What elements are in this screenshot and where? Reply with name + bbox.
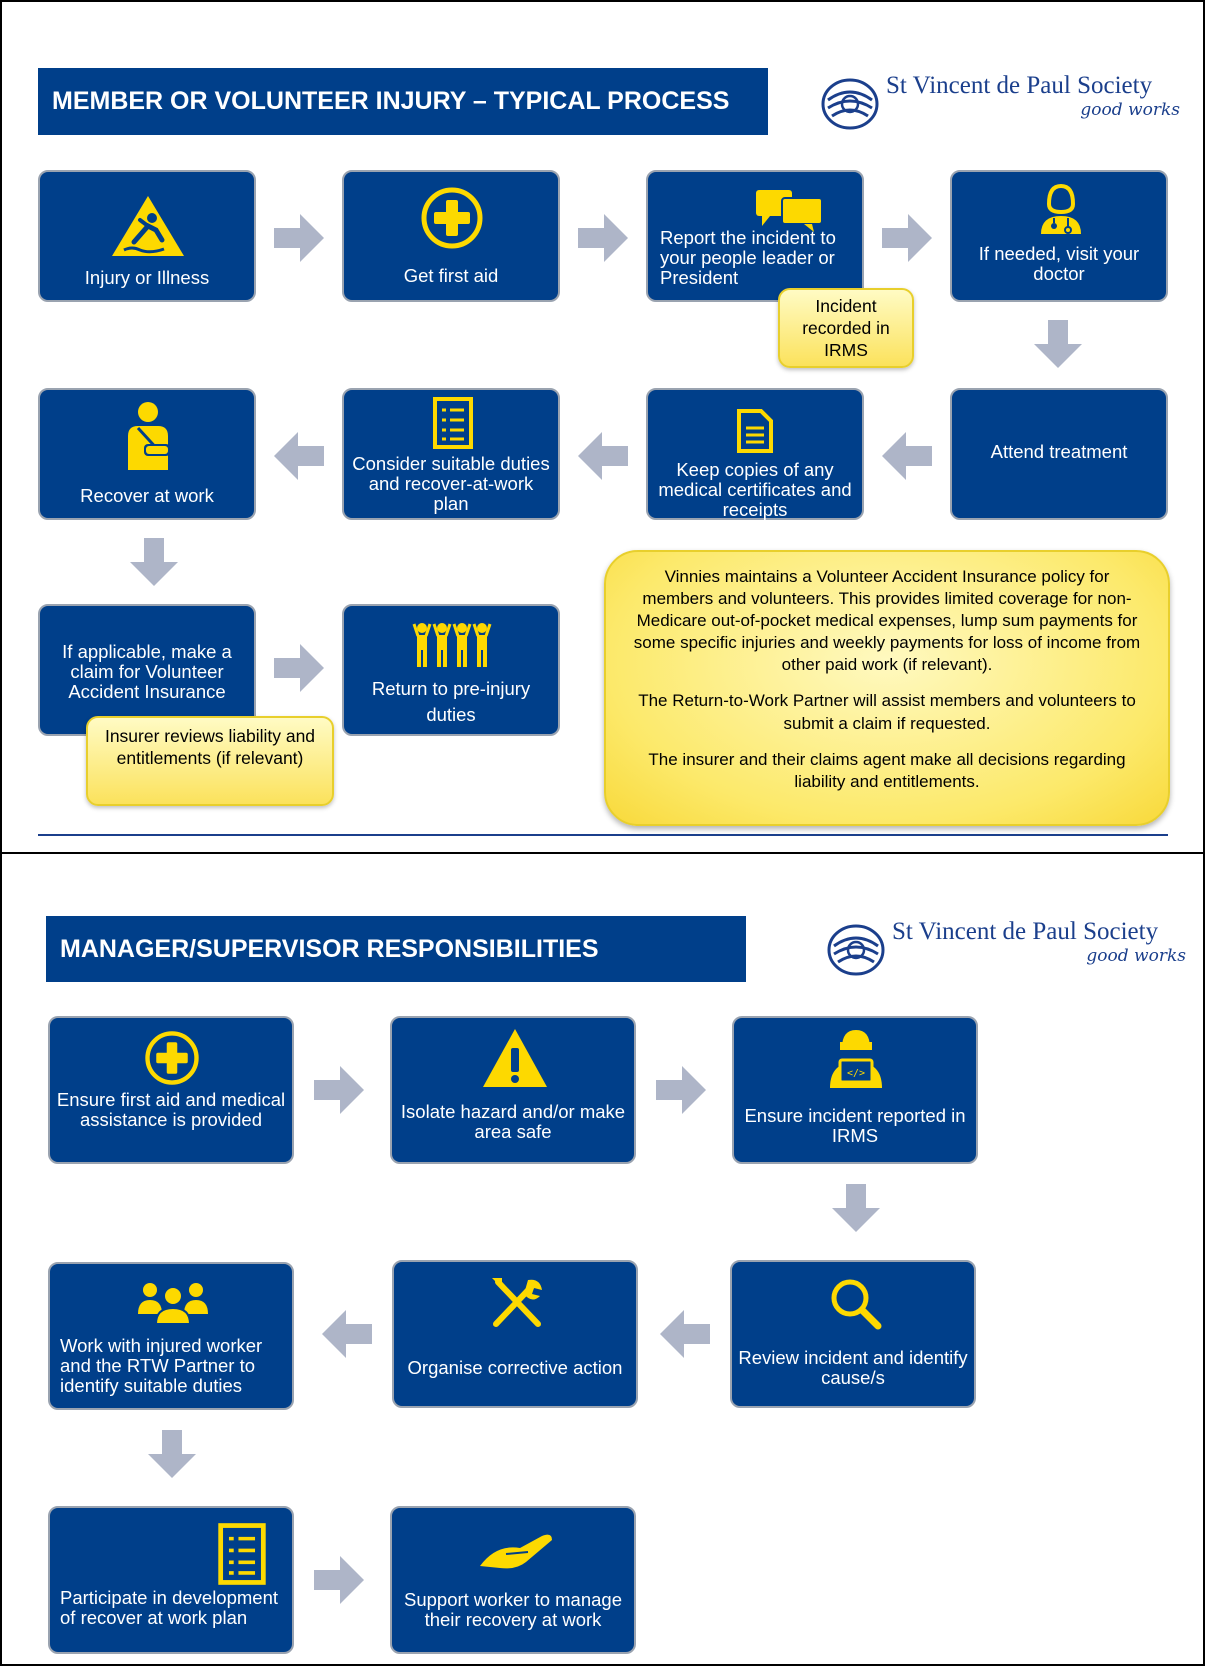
flow-arrow-left	[274, 432, 324, 480]
helping-hand-icon	[480, 1534, 552, 1569]
doctor-icon	[1041, 183, 1081, 234]
flow-arrow-down	[130, 538, 178, 586]
computer-user-icon: </>	[830, 1030, 882, 1088]
step-recover-at-work: Recover at work	[38, 388, 256, 520]
insurance-info-callout: Vinnies maintains a Volunteer Accident I…	[604, 550, 1170, 826]
step-label: Ensure first aid and medical assistance …	[56, 1089, 286, 1130]
flow-arrow-right	[274, 214, 324, 262]
step-work-with-injured-worker: Work with injured worker and the RTW Par…	[48, 1262, 294, 1410]
step-label: Consider suitable duties and recover-at-…	[352, 453, 550, 514]
note-incident-recorded: Incident recorded in IRMS	[778, 288, 914, 368]
svdp-logo: St Vincent de Paul Society good works	[826, 916, 1186, 976]
injury-process-panel: MEMBER OR VOLUNTEER INJURY – TYPICAL PRO…	[0, 0, 1205, 854]
step-organise-corrective-action: Organise corrective action	[392, 1260, 638, 1408]
logo-name: St Vincent de Paul Society	[886, 72, 1153, 99]
step-label: If applicable, make a claim for Voluntee…	[62, 641, 232, 702]
step-label: Attend treatment	[990, 441, 1128, 462]
step-injury-or-illness: Injury or Illness	[38, 170, 256, 302]
note-insurer-reviews: Insurer reviews liability and entitlemen…	[86, 716, 334, 806]
step-label: Support worker to manage their recovery …	[403, 1589, 622, 1630]
step-ensure-first-aid: Ensure first aid and medical assistance …	[48, 1016, 294, 1164]
rtw-partner-info-text: The Return-to-Work Partner will assist m…	[638, 691, 1136, 733]
step-report-incident: Report the incident to your people leade…	[646, 170, 864, 302]
flow-arrow-down	[1034, 320, 1082, 368]
step-label: Get first aid	[403, 265, 499, 286]
flow-arrow-down	[832, 1184, 880, 1232]
checklist-icon	[433, 397, 473, 449]
flow-arrow-right	[314, 1556, 364, 1604]
step-label: Ensure incident reported in IRMS	[744, 1105, 966, 1146]
first-aid-cross-icon	[145, 1031, 199, 1085]
step-isolate-hazard: Isolate hazard and/or make area safe	[390, 1016, 636, 1164]
flow-arrow-right	[578, 214, 628, 262]
insurance-info-text: Vinnies maintains a Volunteer Accident I…	[633, 567, 1141, 675]
svdp-emblem-icon	[827, 924, 885, 976]
step-label: Isolate hazard and/or make area safe	[400, 1101, 626, 1142]
page-title: MANAGER/SUPERVISOR RESPONSIBILITIES	[46, 916, 746, 982]
step-consider-duties: Consider suitable duties and recover-at-…	[342, 388, 560, 520]
svdp-emblem-icon	[821, 78, 879, 130]
step-label: Keep copies of any medical certificates …	[658, 459, 852, 520]
step-attend-treatment: Attend treatment	[950, 388, 1168, 520]
divider-line	[38, 834, 1168, 836]
checklist-icon	[218, 1523, 266, 1585]
step-label: Injury or Illness	[84, 267, 210, 288]
step-support-worker: Support worker to manage their recovery …	[390, 1506, 636, 1654]
people-celebrating-icon	[412, 623, 492, 667]
flow-arrow-right	[274, 644, 324, 692]
logo-tagline: good works	[1086, 946, 1186, 966]
step-make-claim: If applicable, make a claim for Voluntee…	[38, 604, 256, 736]
svg-text:</>: </>	[847, 1068, 865, 1079]
step-ensure-incident-reported: </> Ensure incident reported in IRMS	[732, 1016, 978, 1164]
logo-tagline: good works	[1080, 100, 1180, 120]
group-icon	[138, 1283, 208, 1324]
step-label: Review incident and identify cause/s	[738, 1347, 968, 1388]
svdp-logo: St Vincent de Paul Society good works	[820, 70, 1180, 130]
first-aid-cross-icon	[421, 187, 483, 249]
warning-triangle-icon	[483, 1029, 547, 1087]
flow-arrow-left	[882, 432, 932, 480]
insurer-decisions-text: The insurer and their claims agent make …	[648, 749, 1126, 791]
manager-responsibilities-panel: MANAGER/SUPERVISOR RESPONSIBILITIES St V…	[0, 852, 1205, 1666]
step-label: If needed, visit your doctor	[978, 243, 1140, 284]
step-label: Work with injured worker and the RTW Par…	[60, 1335, 263, 1396]
step-review-incident: Review incident and identify cause/s	[730, 1260, 976, 1408]
step-label: Participate in development of recover at…	[60, 1587, 279, 1628]
magnifier-icon	[831, 1279, 882, 1330]
flow-arrow-left	[322, 1310, 372, 1358]
document-icon	[737, 409, 773, 453]
flow-arrow-left	[578, 432, 628, 480]
speech-bubbles-icon	[756, 190, 823, 232]
flow-arrow-right	[882, 214, 932, 262]
logo-name: St Vincent de Paul Society	[892, 918, 1159, 945]
tools-icon	[492, 1278, 542, 1327]
step-label: Report the incident to your people leade…	[660, 227, 836, 288]
step-participate-in-plan: Participate in development of recover at…	[48, 1506, 294, 1654]
step-return-to-duties: Return to pre-injury duties	[342, 604, 560, 736]
step-visit-doctor: If needed, visit your doctor	[950, 170, 1168, 302]
arm-sling-icon	[128, 402, 170, 470]
flow-arrow-down	[148, 1430, 196, 1478]
wet-floor-fall-icon	[112, 196, 184, 256]
flow-arrow-right	[314, 1066, 364, 1114]
step-label: Return to pre-injury duties	[371, 678, 531, 725]
step-label: Recover at work	[80, 485, 214, 506]
step-label: Organise corrective action	[407, 1357, 623, 1378]
flow-arrow-left	[660, 1310, 710, 1358]
step-keep-copies: Keep copies of any medical certificates …	[646, 388, 864, 520]
step-get-first-aid: Get first aid	[342, 170, 560, 302]
page-title: MEMBER OR VOLUNTEER INJURY – TYPICAL PRO…	[38, 68, 768, 135]
flow-arrow-right	[656, 1066, 706, 1114]
